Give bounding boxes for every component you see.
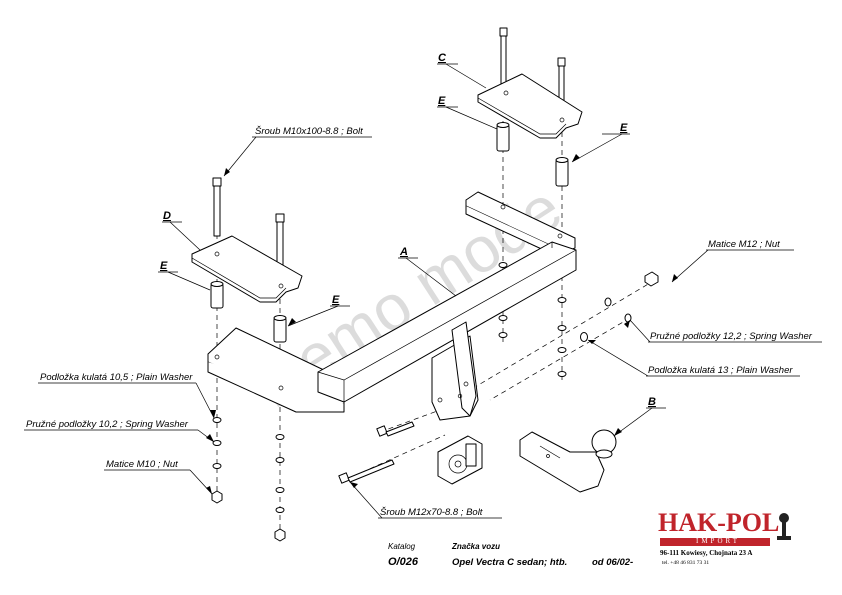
cross-beam-a (317, 241, 577, 403)
logo-sub: IMPORT (696, 537, 741, 545)
spacer-e-left-1 (210, 281, 224, 309)
bolt-top-left (499, 27, 508, 85)
label-plain-washer-13: Podložka kulatá 13 ; Plain Washer (648, 365, 793, 376)
leader-lines (24, 63, 822, 519)
ball-mount-bracket (431, 321, 479, 421)
fasteners-right-bottom (498, 262, 567, 377)
label-nut-m10: Matice M10 ; Nut (106, 459, 178, 470)
date-from: od 06/02- (592, 557, 634, 568)
hak-pol-logo: HAK-POL IMPORT 96-111 Kowiesy, Chojnata … (656, 508, 796, 578)
bolt-left-1 (212, 177, 222, 237)
tow-ball-b (519, 429, 617, 493)
logo-address: 96-111 Kowiesy, Chojnata 23 A (660, 549, 753, 557)
leader-arrowheads (206, 154, 678, 494)
logo-phone: tel. +48 46 831 73 31 (662, 560, 710, 566)
fasteners-left-bottom (211, 417, 286, 542)
label-bolt-m10: Šroub M10x100-8.8 ; Bolt (255, 126, 363, 137)
part-letter-b: B (648, 396, 656, 408)
tow-ball-logo-icon (777, 513, 791, 540)
logo-sub-bar (660, 538, 770, 546)
spacer-e-right-1 (496, 122, 510, 152)
label-bolt-m12: Šroub M12x70-8.8 ; Bolt (380, 507, 483, 518)
label-nut-m12: Matice M12 ; Nut (708, 239, 780, 250)
brand-label: Značka vozu (452, 542, 501, 551)
washers-12 (580, 297, 632, 342)
catalog-label: Katalog (388, 542, 416, 551)
part-letter-e-top: E (438, 95, 446, 107)
bolt-m12-lower (338, 459, 395, 484)
electrical-socket (437, 435, 483, 485)
part-letter-d: D (163, 210, 171, 222)
part-letter-a: A (399, 246, 408, 258)
part-letter-e-mid: E (332, 294, 340, 306)
label-spring-washer-12: Pružné podložky 12,2 ; Spring Washer (650, 331, 813, 342)
spacer-e-left-2 (273, 315, 287, 343)
label-spring-washer-10: Pružné podložky 10,2 ; Spring Washer (26, 419, 189, 430)
nut-m12 (644, 271, 659, 287)
plate-d (191, 235, 303, 303)
part-letter-c: C (438, 52, 447, 64)
plate-c (477, 73, 583, 139)
label-plain-washer-10: Podložka kulatá 10,5 ; Plain Washer (40, 372, 193, 383)
right-bracket (465, 191, 576, 253)
logo-name: HAK-POL (658, 508, 780, 537)
part-letter-e-left: E (160, 260, 168, 272)
part-letter-e-right: E (620, 122, 628, 134)
catalog-number: O/026 (388, 556, 418, 568)
spacer-e-right-2 (555, 157, 569, 187)
vehicle-model: Opel Vectra C sedan; htb. (452, 557, 568, 568)
bolt-m12-upper (376, 421, 415, 437)
